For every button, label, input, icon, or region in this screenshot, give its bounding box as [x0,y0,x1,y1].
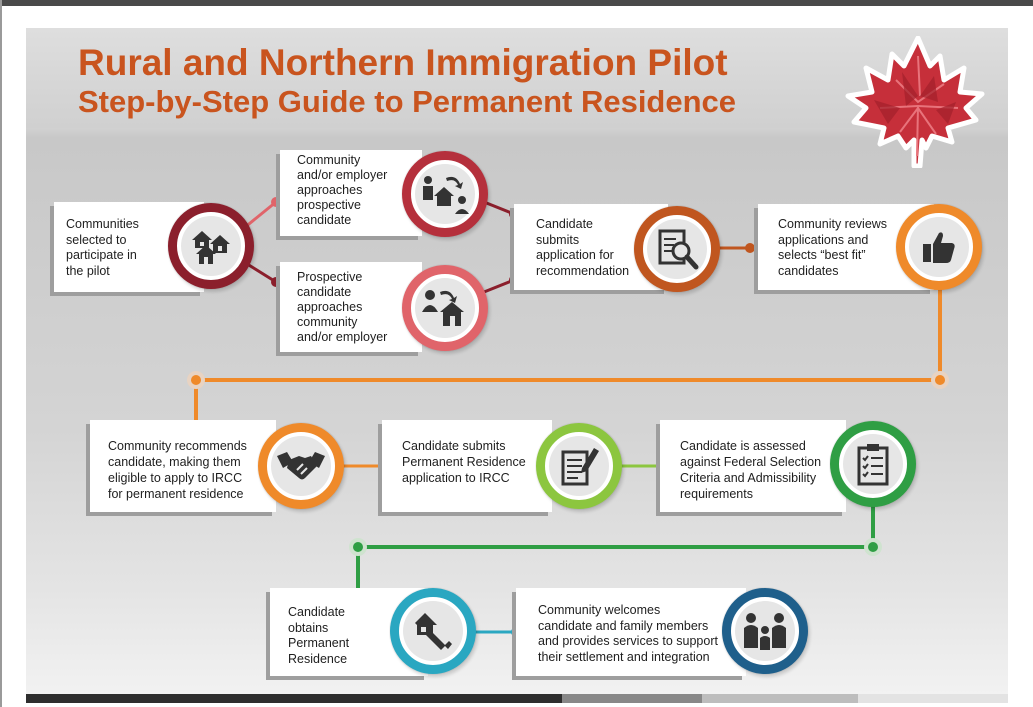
step-community-welcomes-circle [722,588,808,674]
houses-icon [192,231,230,264]
employer-to-candidate-icon [423,176,469,214]
step-candidate-approaches-circle [402,265,488,351]
header-band [26,28,1008,128]
step-candidate-submits-pr-box [382,420,552,512]
step-candidate-submits-pr-circle [536,423,622,509]
footer-bar-mid [562,694,702,703]
page-title: Rural and Northern Immigration Pilot [78,42,728,83]
candidate-to-community-icon [422,290,464,326]
footer-bar-light [702,694,858,703]
window-top-bar [0,0,1033,6]
maple-leaf-icon [845,36,985,168]
footer-bar-lightest [858,694,1008,703]
step-candidate-approaches-box [280,262,422,352]
checklist-icon [857,444,889,486]
footer-bar-dark [26,694,562,703]
house-key-icon [415,613,452,650]
thumbs-up-icon [923,232,955,263]
handshake-icon [277,452,325,480]
step-candidate-obtains-pr-circle [390,588,476,674]
step-candidate-submits-recommendation-circle [634,206,720,292]
step-community-welcomes-box [516,588,746,676]
step-community-approaches-circle [402,151,488,237]
document-search-icon [658,229,699,270]
document-pen-icon [561,448,599,486]
window-left-edge [0,0,2,707]
step-community-approaches-box [280,150,422,236]
infographic-panel [26,28,1008,696]
family-icon [744,613,786,650]
step-communities-selected-circle [168,203,254,289]
step-community-recommends-box [90,420,276,512]
step-candidate-assessed-circle [830,421,916,507]
step-community-recommends-circle [258,423,344,509]
step-candidate-assessed-box [660,420,846,512]
step-community-reviews-circle [896,204,982,290]
page-subtitle: Step-by-Step Guide to Permanent Residenc… [78,84,737,119]
